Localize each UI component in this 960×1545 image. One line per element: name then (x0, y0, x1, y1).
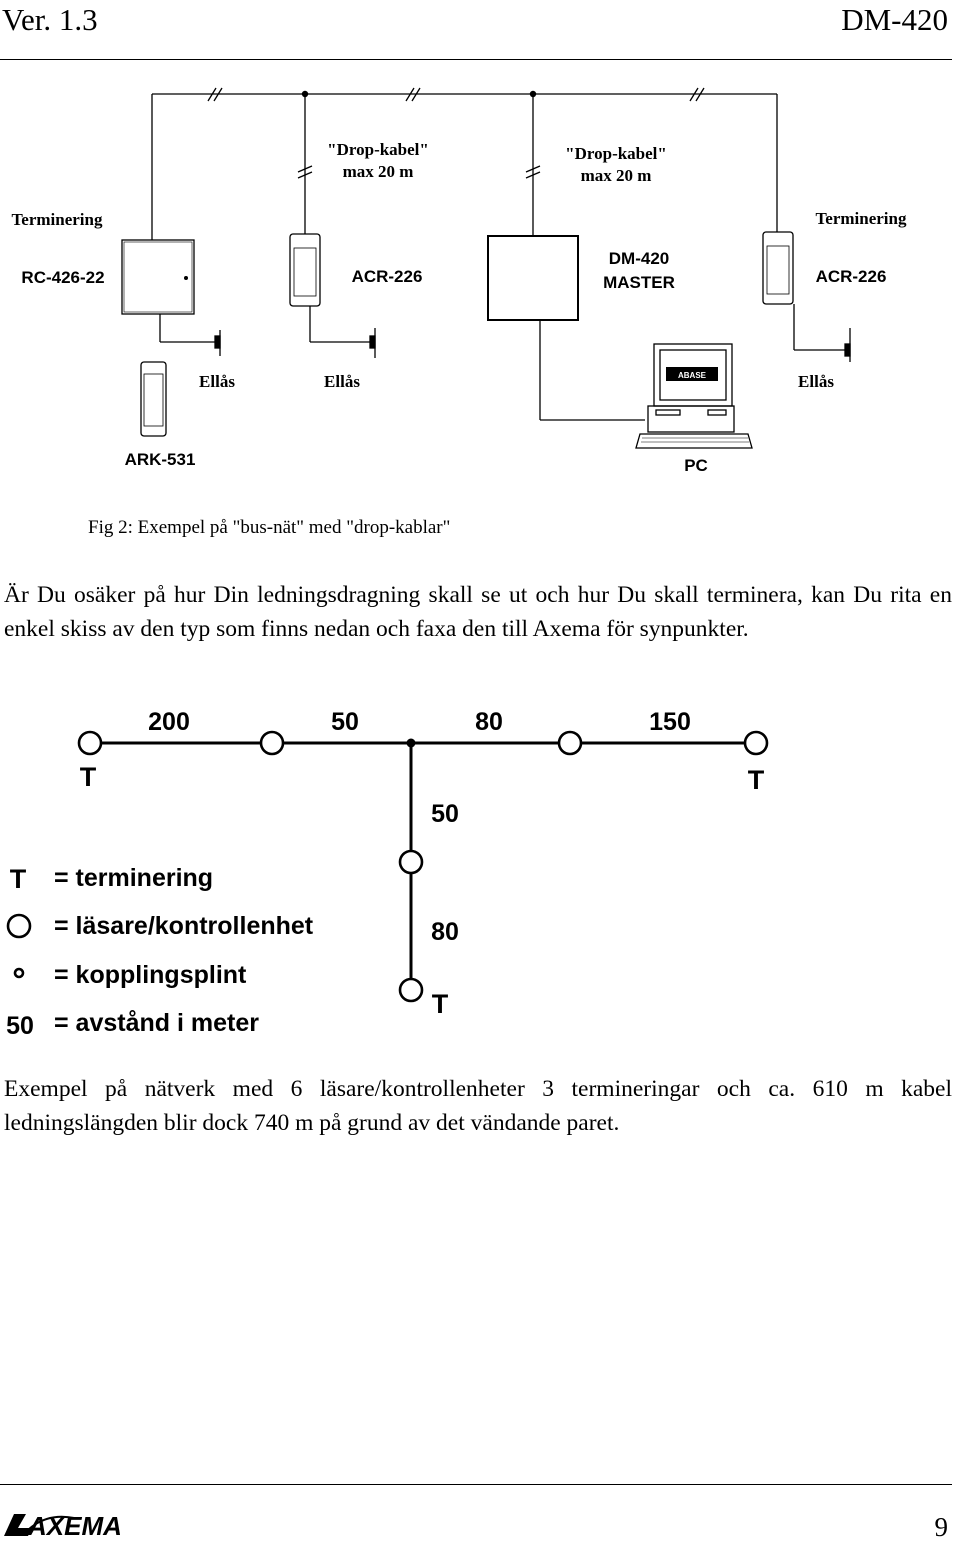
header-version: Ver. 1.3 (2, 2, 98, 37)
footer-rule (0, 1484, 952, 1485)
lock-label-3: Ellås (798, 372, 834, 391)
drop-cable-label-1: "Drop-kabel" (327, 140, 429, 159)
ark-531-keypad (140, 361, 167, 437)
reader-node (743, 730, 769, 756)
lock-label-1: Ellås (199, 372, 235, 391)
termination-label-left: Terminering (12, 210, 103, 229)
lock-label-2: Ellås (324, 372, 360, 391)
termination-mark: T (748, 765, 765, 795)
reader-node (398, 849, 424, 875)
acr-226-label-left: ACR-226 (352, 267, 423, 286)
termination-mark: T (432, 989, 449, 1019)
screen-logo: ABASE (678, 371, 707, 380)
acr-226-reader-left (289, 233, 321, 307)
legend-text-junction: = kopplingsplint (54, 961, 247, 989)
pc-computer-icon (635, 343, 753, 449)
reader-node (398, 977, 424, 1003)
drop-cable-length-2: max 20 m (581, 166, 652, 185)
pc-label: PC (684, 456, 708, 475)
distance-label: 200 (148, 708, 190, 736)
cable-break-mark (207, 87, 705, 179)
dm-420-master-box (487, 235, 579, 321)
electric-lock-icon (214, 328, 851, 362)
paragraph-intro: Är Du osäker på hur Din ledningsdragning… (4, 582, 952, 642)
drop-cable-length-1: max 20 m (343, 162, 414, 181)
header-doc-id: DM-420 (841, 2, 948, 37)
axema-logo: AXEMA (4, 1511, 122, 1540)
paragraph-example: Exempel på nätverk med 6 läsare/kontroll… (4, 1076, 952, 1136)
bus-network-diagram: ABASE "Drop-kabel" max 20 m "Drop-kabel"… (12, 87, 907, 475)
legend-dot-icon (13, 967, 25, 979)
distance-label: 50 (431, 800, 459, 828)
reader-node (557, 730, 583, 756)
distance-label: 80 (431, 918, 459, 946)
junction-dot (406, 738, 416, 748)
legend-text-reader: = läsare/kontrollenhet (54, 912, 314, 940)
termination-mark: T (80, 762, 97, 792)
junction-dot (301, 90, 309, 98)
distance-label: 80 (475, 708, 503, 736)
reader-node (77, 730, 103, 756)
drop-cable-label-2: "Drop-kabel" (565, 144, 667, 163)
legend-symbol-t: T (10, 864, 27, 894)
legend-circle-icon (6, 913, 32, 939)
network-topology-sketch: 200 50 80 150 50 80 T T T T = terminerin… (6, 708, 769, 1040)
distance-label: 50 (331, 708, 359, 736)
footer-logo-text: AXEMA (27, 1511, 122, 1540)
screen-logo-bar (666, 367, 718, 381)
figure-caption: Fig 2: Exempel på "bus-nät" med "drop-ka… (88, 517, 451, 538)
legend-text-distance: = avstånd i meter (54, 1009, 259, 1037)
rc-426-22-cabinet (121, 239, 195, 315)
master-label: MASTER (603, 273, 675, 292)
reader-node (259, 730, 285, 756)
rc-426-22-label: RC-426-22 (21, 268, 104, 287)
termination-label-right: Terminering (816, 209, 907, 228)
distance-label: 150 (649, 708, 691, 736)
ark-531-label: ARK-531 (125, 450, 196, 469)
junction-dot (529, 90, 537, 98)
legend-symbol-distance: 50 (6, 1012, 34, 1040)
dm-420-label: DM-420 (609, 249, 669, 268)
header-rule (0, 59, 952, 60)
page-number: 9 (934, 1512, 949, 1542)
acr-226-label-right: ACR-226 (816, 267, 887, 286)
legend-text-terminering: = terminering (54, 864, 213, 892)
acr-226-reader-right (762, 231, 794, 305)
